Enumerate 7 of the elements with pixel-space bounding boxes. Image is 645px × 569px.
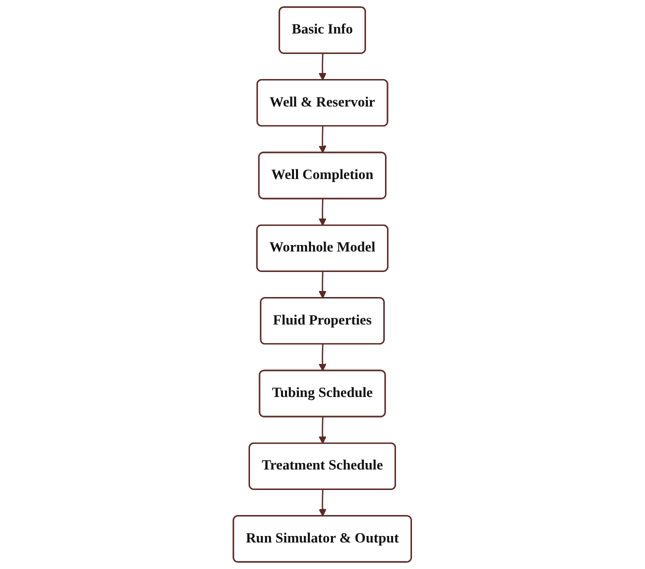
- arrow: [318, 126, 327, 154]
- arrow: [318, 54, 327, 81]
- arrow: [318, 344, 327, 372]
- arrow: [318, 272, 327, 299]
- arrow: [318, 198, 327, 226]
- arrow: [318, 490, 327, 517]
- arrow: [318, 416, 327, 444]
